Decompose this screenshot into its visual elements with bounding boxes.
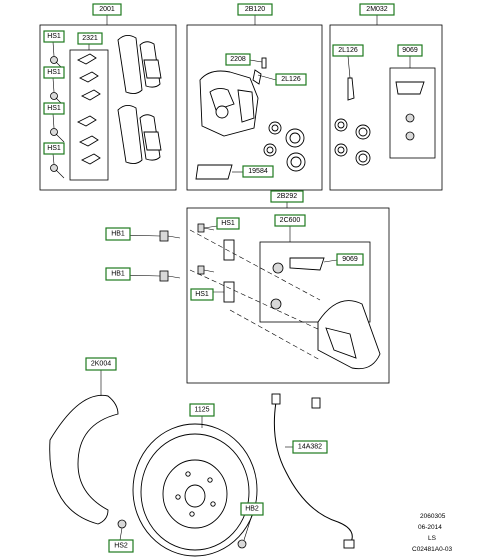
callout-2208[interactable]: 2208: [225, 53, 251, 66]
disc-screw-icon: [237, 539, 247, 549]
callout-2k004-label: 2K004: [91, 361, 111, 368]
reference-block: 2060305 06-2014 LS C02481A0-03: [412, 513, 452, 553]
bleed-screw-icon: [261, 57, 267, 69]
callout-1125[interactable]: 1125: [189, 403, 215, 417]
kit-frame-9069-a: [389, 67, 436, 159]
kit-frame-2001: [39, 24, 177, 191]
kit-frame-2b120: [186, 24, 323, 191]
callout-hs1-b-label: HS1: [47, 69, 61, 76]
callout-2c600-label: 2C600: [280, 217, 301, 224]
guide-pin-bolts-icon: [50, 56, 65, 179]
callout-2l126-b-label: 2L126: [338, 47, 358, 54]
caliper-bracket-icon: [317, 300, 381, 370]
callout-2b292[interactable]: 2B292: [270, 190, 304, 203]
callout-hs1-e[interactable]: HS1: [216, 217, 240, 230]
callout-hs1-c[interactable]: HS1: [43, 102, 65, 115]
callout-hb1-b[interactable]: HB1: [105, 267, 131, 281]
assembly-lines: [189, 229, 321, 361]
callout-9069-a-label: 9069: [402, 47, 418, 54]
reference-line-3: LS: [428, 535, 437, 542]
callout-2321[interactable]: 2321: [77, 32, 103, 45]
callout-hb2-label: HB2: [245, 506, 259, 513]
callout-2321-label: 2321: [82, 35, 98, 42]
kit-frame-2c600: [259, 241, 371, 323]
callout-2001[interactable]: 2001: [92, 3, 122, 16]
callout-9069-a[interactable]: 9069: [397, 44, 423, 57]
callout-hs2-label: HS2: [114, 543, 128, 550]
callout-2l126-a[interactable]: 2L126: [275, 73, 307, 86]
callout-hb1-b-label: HB1: [111, 271, 125, 278]
piston-seals-icon: [263, 121, 306, 172]
caliper-repair-parts-icon: [334, 77, 425, 166]
callout-hs1-a[interactable]: HS1: [43, 30, 65, 43]
callout-2b292-label: 2B292: [277, 193, 297, 200]
callout-2l126-a-label: 2L126: [281, 76, 301, 83]
pad-hardware-icon: [270, 257, 325, 310]
callout-hs1-f-label: HS1: [195, 291, 209, 298]
callout-hs1-d[interactable]: HS1: [43, 142, 65, 155]
callout-19584[interactable]: 19584: [242, 165, 274, 178]
pad-shim-icon: [195, 164, 233, 180]
callout-9069-b-label: 9069: [342, 256, 358, 263]
callout-19584-label: 19584: [248, 168, 268, 175]
callout-hs1-c-label: HS1: [47, 105, 61, 112]
callout-hs1-e-label: HS1: [221, 220, 235, 227]
pad-clips-icon: [76, 53, 101, 165]
dust-shield-icon: [49, 394, 127, 529]
callout-2208-label: 2208: [230, 56, 246, 63]
reference-line-2: 06-2014: [418, 524, 442, 531]
callout-9069-b[interactable]: 9069: [336, 253, 364, 266]
carrier-bolts-icon: [159, 223, 215, 282]
callout-hb1-a-label: HB1: [111, 231, 125, 238]
reference-line-1: 2060305: [420, 513, 446, 520]
callout-2k004[interactable]: 2K004: [85, 357, 117, 371]
kit-frame-2b292: [186, 207, 390, 384]
reference-line-4: C02481A0-03: [412, 546, 452, 553]
callout-14a382-label: 14A382: [298, 444, 322, 451]
callout-2b120-label: 2B120: [245, 6, 265, 13]
callout-hb1-a[interactable]: HB1: [105, 227, 131, 241]
callout-hs1-d-label: HS1: [47, 145, 61, 152]
bleed-cap-icon: [252, 69, 262, 85]
callout-2001-label: 2001: [99, 6, 115, 13]
brake-disc-icon: [132, 423, 258, 557]
callout-2c600[interactable]: 2C600: [274, 214, 306, 227]
callout-hs1-b[interactable]: HS1: [43, 66, 65, 79]
callout-2m032-label: 2M032: [366, 6, 388, 13]
wear-sensor-icon: [271, 393, 355, 549]
callout-2b120[interactable]: 2B120: [237, 3, 273, 16]
callout-hs2[interactable]: HS2: [108, 539, 134, 553]
callout-14a382[interactable]: 14A382: [292, 440, 328, 454]
kit-frame-2m032: [329, 24, 443, 191]
callout-hb2[interactable]: HB2: [240, 502, 264, 516]
callout-hs1-f[interactable]: HS1: [190, 288, 214, 301]
brake-caliper-icon: [199, 70, 259, 137]
brake-pads-front-icon: [117, 35, 162, 165]
callout-1125-label: 1125: [194, 407, 209, 414]
callout-2m032[interactable]: 2M032: [359, 3, 395, 16]
callout-hs1-a-label: HS1: [47, 33, 61, 40]
callout-2l126-b[interactable]: 2L126: [332, 44, 364, 57]
